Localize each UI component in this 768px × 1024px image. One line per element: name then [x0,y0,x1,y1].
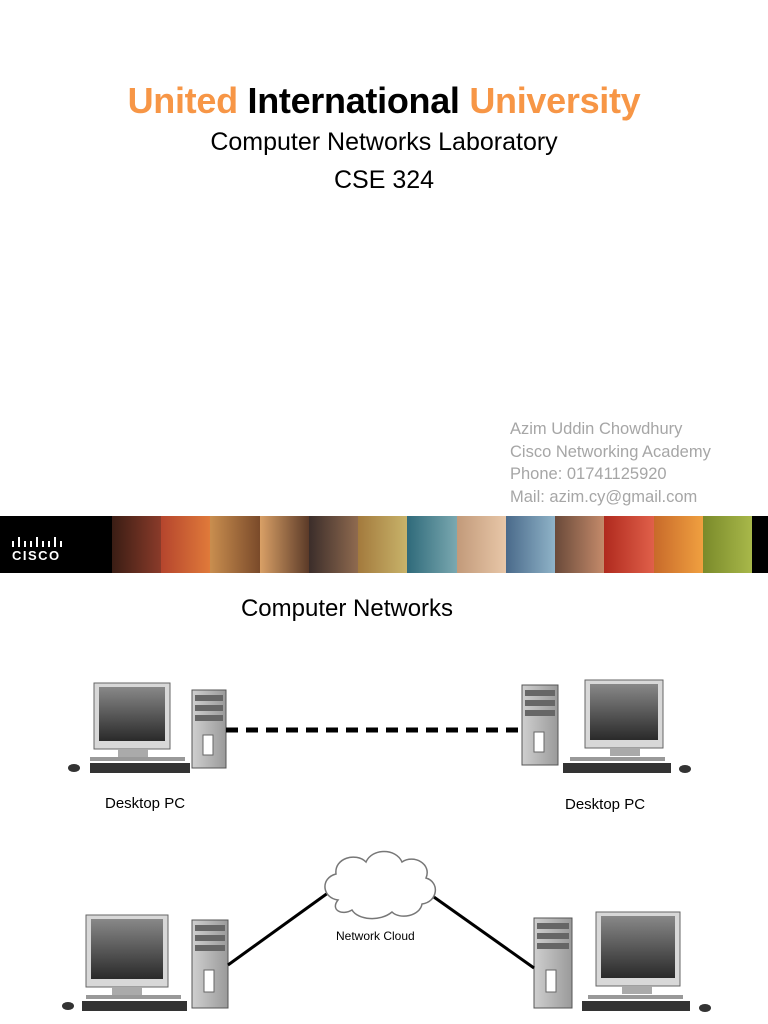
contact-name: Azim Uddin Chowdhury [510,418,711,441]
link-cloud-to-right [424,890,534,968]
link-left-to-cloud [228,890,332,965]
contact-phone: Phone: 01741125920 [510,463,711,486]
course-code: CSE 324 [0,166,768,195]
contact-info: Azim Uddin Chowdhury Cisco Networking Ac… [510,418,711,508]
contact-org: Cisco Networking Academy [510,441,711,464]
network-cloud-icon [325,852,435,919]
desktop-pc-icon [522,680,691,773]
contact-mail: Mail: azim.cy@gmail.com [510,486,711,509]
desktop-pc-icon [62,915,228,1011]
cisco-logo-text: CISCO [12,548,61,563]
desktop-pc-icon [68,683,226,773]
section-title: Computer Networks [0,595,694,623]
page-title: United International University [0,80,768,122]
pc-label-left: Desktop PC [105,795,185,812]
title-word-international: International [248,80,460,121]
cisco-banner: CISCO [0,516,768,573]
pc-label-right: Desktop PC [565,796,645,813]
subtitle: Computer Networks Laboratory [0,128,768,157]
cloud-label: Network Cloud [336,929,415,943]
title-word-university: University [469,80,640,121]
banner-photo-strip [112,516,752,573]
network-diagram [0,640,768,1024]
title-word-united: United [128,80,238,121]
desktop-pc-icon [534,912,711,1012]
